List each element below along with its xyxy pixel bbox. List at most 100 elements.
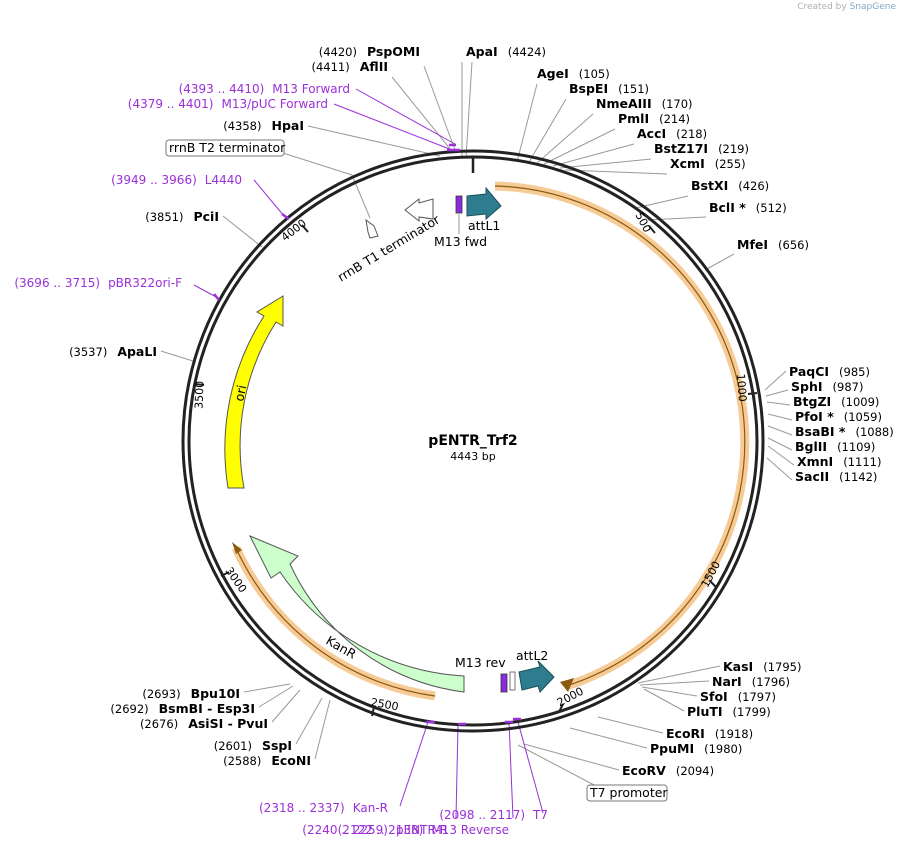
enzyme-position: (1109) — [837, 440, 875, 454]
primer-name: M13 Forward — [272, 82, 350, 96]
enzyme-position: (2676) — [140, 717, 178, 731]
enzyme-name: EcoRI — [666, 726, 705, 741]
enzyme-site-bpu10i: (2693)Bpu10I — [142, 686, 240, 701]
enzyme-position: (1142) — [839, 470, 877, 484]
enzyme-site-bspei: BspEI (151) — [569, 81, 649, 96]
primer-leaders — [193, 88, 544, 819]
enzyme-position: (1980) — [704, 742, 742, 756]
enzyme-position: (3851) — [145, 210, 183, 224]
primer-m13-forward: (4393 .. 4410)M13 Forward — [179, 82, 350, 96]
feature-orange-arc-1-core — [494, 185, 746, 687]
enzyme-position: (1009) — [841, 395, 879, 409]
attl2-feature — [518, 660, 555, 693]
primer-range: (2240 .. 2259) — [302, 823, 388, 837]
enzyme-position: (1799) — [733, 705, 771, 719]
primer-range: (3696 .. 3715) — [14, 276, 100, 290]
enzyme-position: (1111) — [843, 455, 881, 469]
enzyme-position: (151) — [618, 82, 649, 96]
enzyme-position: (426) — [738, 179, 769, 193]
attl2-label: attL2 — [516, 648, 548, 663]
primer-l4440: (3949 .. 3966)L4440 — [111, 173, 242, 187]
enzyme-site-agei: AgeI(105) — [537, 66, 610, 81]
enzyme-name: XcmI — [670, 156, 705, 171]
enzyme-site-sphi: SphI(987) — [791, 379, 863, 394]
enzyme-name: PciI — [193, 209, 219, 224]
enzyme-name: EcoRV — [622, 763, 666, 778]
enzyme-site-bstxi: BstXI (426) — [691, 178, 769, 193]
enzyme-name: PspOMI — [367, 44, 420, 59]
enzyme-site-mfei: MfeI (656) — [737, 237, 809, 252]
primer-t7: (2098 .. 2117)T7 — [439, 808, 548, 822]
enzyme-position: (1795) — [763, 660, 801, 674]
enzyme-site-pmli: PmlI(214) — [618, 111, 690, 126]
primer-m13-reverse: (2122 .. 2138)M13 Reverse — [338, 823, 509, 837]
enzyme-name: AccI — [637, 126, 666, 141]
enzyme-site-pspomi: (4420) PspOMI — [319, 44, 420, 59]
t7-promoter-box — [586, 784, 668, 802]
enzyme-name: BstXI — [691, 178, 728, 193]
enzyme-site-sfoi: SfoI(1797) — [700, 689, 776, 704]
enzyme-labels: ApaI(4424)AgeI(105)BspEI(151)NmeAIII(170… — [69, 44, 894, 778]
enzyme-name: PaqCI — [789, 364, 829, 379]
enzyme-site-ecori: EcoRI(1918) — [666, 726, 753, 741]
m13fwd-label: M13 fwd — [434, 234, 487, 249]
plasmid-size: 4443 bp — [450, 450, 495, 463]
tick-marks — [194, 224, 758, 717]
primer-name: Kan-R — [353, 801, 388, 815]
enzyme-position: (255) — [715, 157, 746, 171]
enzyme-position: (1797) — [738, 690, 776, 704]
enzyme-name: MfeI — [737, 237, 768, 252]
plasmid-name: pENTR_Trf2 — [428, 433, 517, 449]
rrnb-t2-arrow — [365, 218, 379, 239]
enzyme-name: SphI — [791, 379, 823, 394]
enzyme-name: BclI * — [709, 200, 746, 215]
enzyme-name: KasI — [723, 659, 753, 674]
credit-prefix: Created by — [797, 2, 847, 12]
enzyme-site-apali: (3537)ApaLI — [69, 344, 157, 359]
enzyme-site-pfoi: PfoI *(1059) — [795, 409, 882, 424]
backbone-outer-ring — [181, 149, 765, 733]
enzyme-position: (4420) — [319, 45, 357, 59]
enzyme-name: BspEI — [569, 81, 608, 96]
rrnb-t2-box — [165, 139, 285, 157]
enzyme-name: BtgZI — [793, 394, 831, 409]
rrnb-t1-label: rrnB T1 terminator — [335, 211, 443, 284]
enzyme-position: (1059) — [844, 410, 882, 424]
primer-range: (2122 .. 2138) — [338, 823, 424, 837]
enzyme-site-nmeaiii: NmeAIII(170) — [596, 96, 693, 111]
enzyme-name: EcoNI — [271, 753, 311, 768]
snapgene-credit: Created by SnapGene — [797, 2, 896, 12]
enzyme-site-sacii: SacII (1142) — [795, 469, 877, 484]
t7-promoter-feature — [509, 671, 516, 691]
orange-arrowhead-1 — [560, 678, 574, 692]
attl1-feature — [466, 186, 502, 221]
primer-range: (2318 .. 2337) — [259, 801, 345, 815]
enzyme-site-nari: NarI(1796) — [712, 674, 790, 689]
enzyme-site-bsabi: BsaBI *(1088) — [795, 424, 894, 439]
enzyme-site-acci: AccI(218) — [637, 126, 707, 141]
enzyme-site-asisi-pvui: (2676) AsiSI - PvuI — [140, 716, 268, 731]
enzyme-position: (4424) — [508, 45, 546, 59]
enzyme-site-sspi: (2601)SspI — [214, 738, 292, 753]
enzyme-position: (2692) — [110, 702, 148, 716]
enzyme-position: (512) — [756, 201, 787, 215]
enzyme-name: HpaI — [272, 118, 305, 133]
enzyme-position: (170) — [662, 97, 693, 111]
ori-feature — [224, 295, 284, 489]
enzyme-position: (2601) — [214, 739, 252, 753]
tick-label-1000: 1000 — [734, 373, 749, 402]
primer-kan-r: (2318 .. 2337) Kan-R — [259, 801, 388, 815]
enzyme-name: XmnI — [797, 454, 833, 469]
enzyme-name: SacII — [795, 469, 829, 484]
rrnb-t2-label: rrnB T2 terminator — [169, 140, 286, 155]
enzyme-site-kasi: KasI (1795) — [723, 659, 801, 674]
enzyme-name: AsiSI - PvuI — [188, 716, 268, 731]
primer-pbr322ori-f: (3696 .. 3715)pBR322ori-F — [14, 276, 182, 290]
enzyme-position: (656) — [778, 238, 809, 252]
tick-label-1500: 1500 — [699, 559, 724, 590]
enzyme-name: ApaLI — [117, 344, 157, 359]
leader-lines — [160, 61, 795, 787]
m13rev-feature — [500, 673, 508, 693]
enzyme-name: BsmBI - Esp3I — [159, 701, 255, 716]
enzyme-site-econi: (2588)EcoNI — [223, 753, 311, 768]
